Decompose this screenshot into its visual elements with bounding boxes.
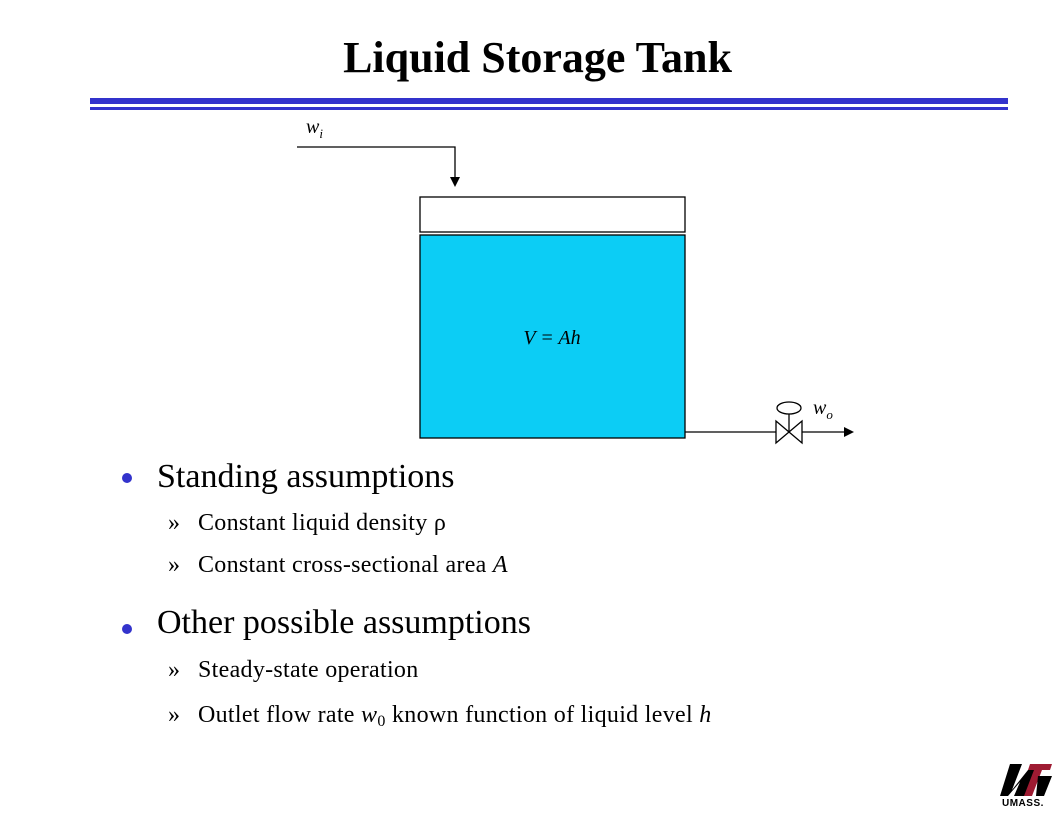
tank-equation: V = Ah: [523, 327, 580, 349]
inlet-pipe: [297, 146, 460, 187]
tank-liquid: [419, 234, 686, 439]
title-rule-thin: [90, 107, 1008, 110]
outlet-flow-label: wo: [813, 397, 833, 422]
umass-logo-icon: [1000, 764, 1052, 796]
tank-top-air: [419, 196, 686, 233]
outlet-valve-icon: [775, 401, 803, 445]
slide-title: Liquid Storage Tank: [343, 33, 732, 82]
logo-text: UMASS.: [1002, 798, 1044, 809]
umass-logo: UMASS.: [1000, 760, 1054, 810]
inlet-flow-label: wi: [306, 116, 323, 141]
title-rule-thick: [90, 98, 1008, 104]
